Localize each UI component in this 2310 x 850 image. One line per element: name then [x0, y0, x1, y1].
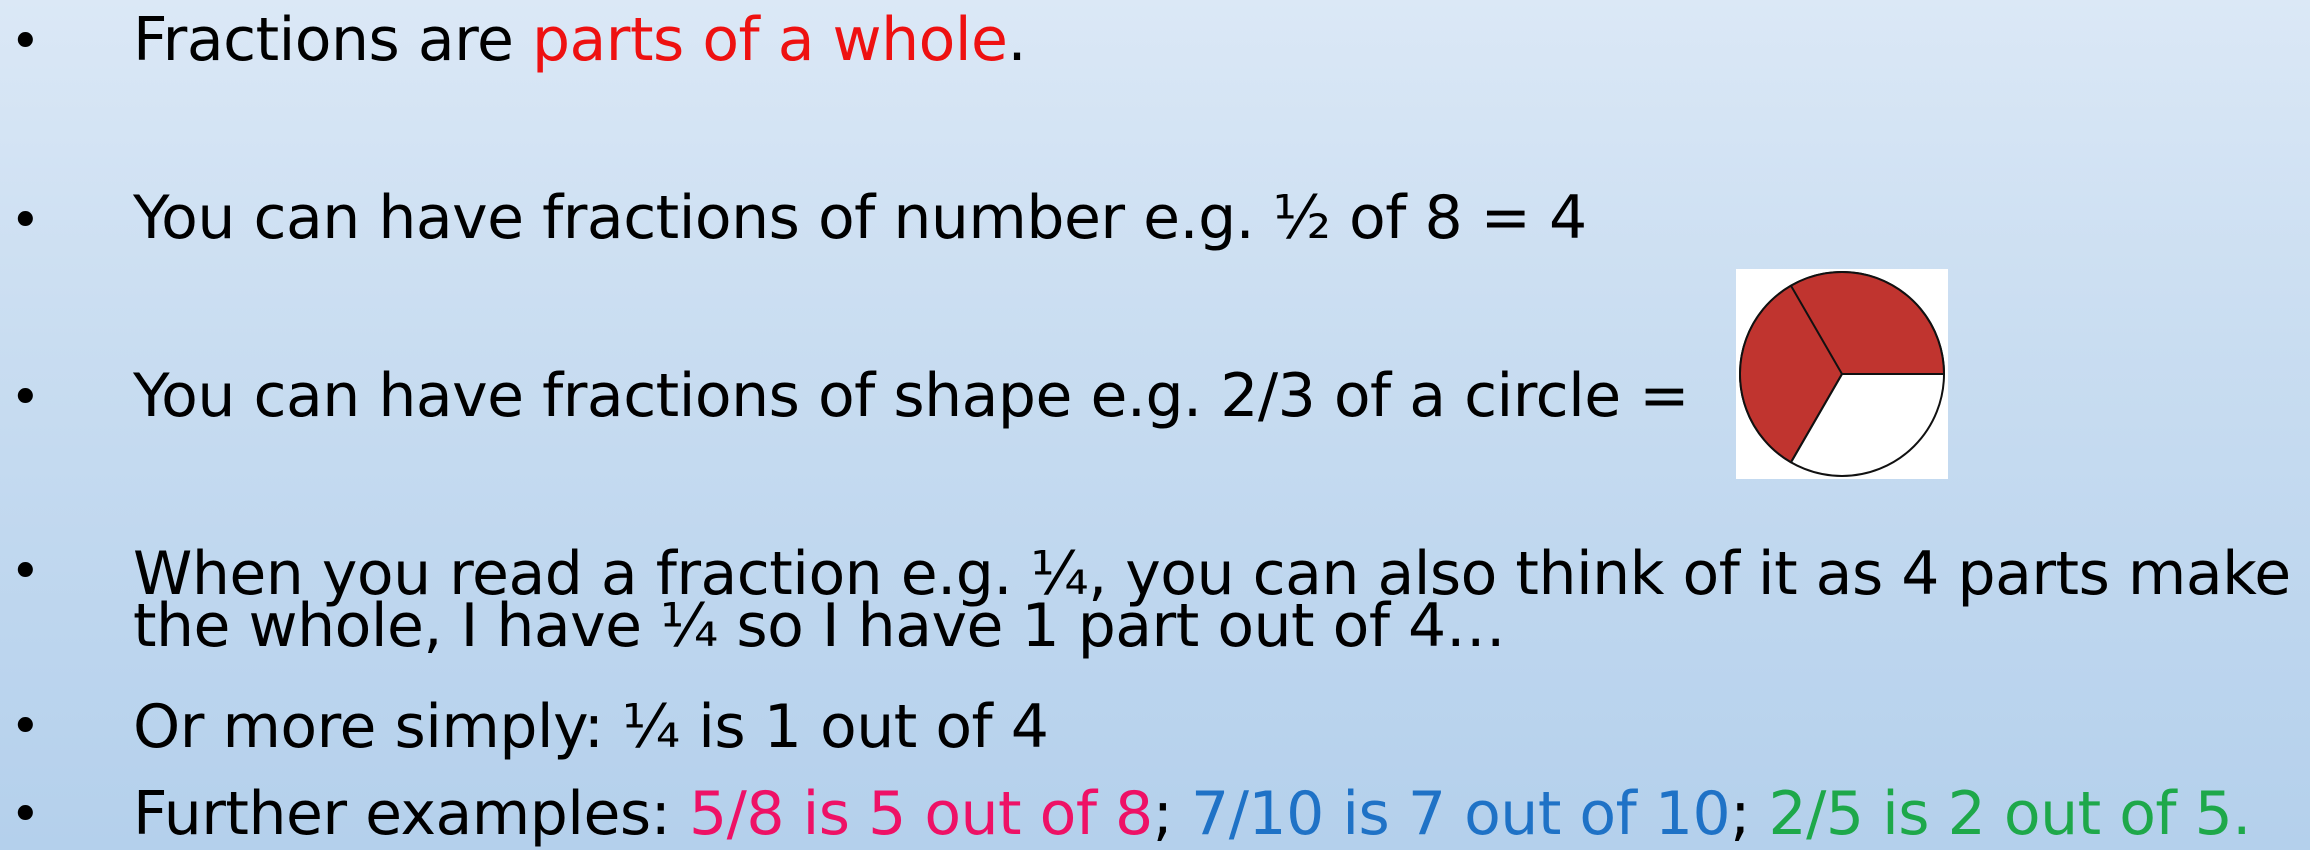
text: .: [1007, 5, 1027, 75]
bullet-marker: •: [10, 191, 41, 251]
bullet-line-4b: the whole, I have ¼ so I have 1 part out…: [133, 591, 1506, 661]
bullet-marker: •: [10, 542, 41, 602]
bullet-marker: •: [10, 368, 41, 428]
bullet-line-2: You can have fractions of number e.g. ½ …: [133, 183, 1587, 253]
example-1: 5/8 is 5 out of 8: [688, 779, 1153, 849]
example-3: 2/5 is 2 out of 5: [1768, 779, 2233, 849]
separator: ;: [1152, 779, 1192, 849]
example-2: 7/10 is 7 out of 10: [1191, 779, 1731, 849]
bullet-line-3: You can have fractions of shape e.g. 2/3…: [133, 361, 1690, 431]
bullet-line-6: Further examples: 5/8 is 5 out of 8; 7/1…: [133, 784, 2251, 844]
highlight-text: parts of a whole: [531, 5, 1008, 75]
bullet-line-1: Fractions are parts of a whole.: [133, 10, 1027, 70]
end-period: .: [2232, 779, 2251, 849]
fraction-circle-image: [1736, 269, 1948, 479]
text: Further examples:: [133, 779, 689, 849]
bullet-line-5: Or more simply: ¼ is 1 out of 4: [133, 692, 1049, 762]
pie-chart-two-thirds: [1739, 270, 1946, 477]
text: Fractions are: [133, 5, 532, 75]
bullet-marker: •: [10, 697, 41, 757]
bullet-marker: •: [10, 12, 41, 72]
separator: ;: [1730, 779, 1769, 849]
bullet-line-4a: When you read a fraction e.g. ¼, you can…: [133, 539, 2291, 609]
pie-divider-lower-left: [1790, 373, 1843, 463]
bullet-marker: •: [10, 785, 41, 845]
pie-divider-upper-left: [1790, 285, 1843, 375]
